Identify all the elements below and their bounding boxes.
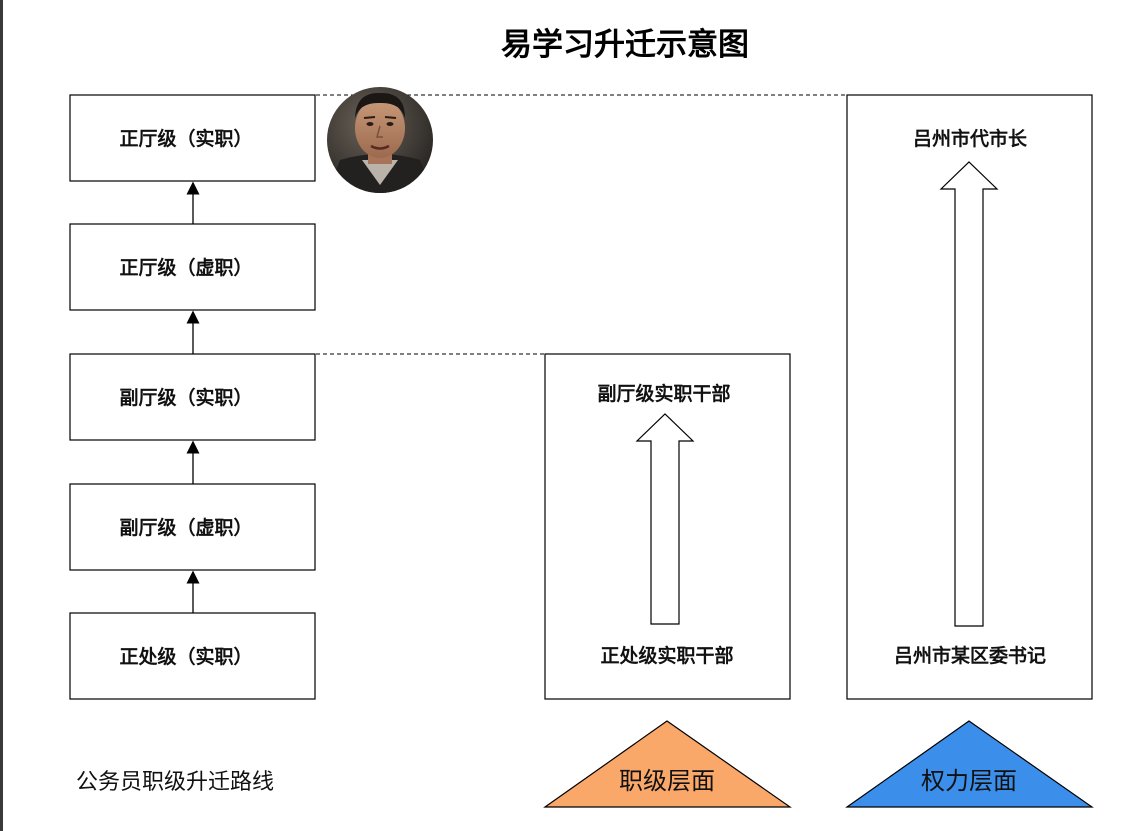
level-box-1: 正厅级（实职） bbox=[69, 94, 316, 182]
power-triangle-label: 权力层面 bbox=[921, 767, 1017, 795]
power-panel: 吕州市代市长 吕州市某区委书记 bbox=[846, 94, 1093, 700]
level-box-4: 副厅级（虚职） bbox=[69, 483, 316, 571]
level-label: 正厅级（实职） bbox=[119, 127, 252, 150]
level-box-5: 正处级（实职） bbox=[69, 612, 316, 700]
window-left-border bbox=[0, 0, 3, 831]
career-path-caption: 公务员职级升迁路线 bbox=[76, 770, 274, 795]
level-label: 副厅级（虚职） bbox=[119, 516, 252, 539]
level-label: 正处级（实职） bbox=[119, 645, 252, 668]
rank-triangle-shape bbox=[543, 720, 792, 808]
level-label: 副厅级（实职） bbox=[119, 386, 252, 409]
rank-triangle: 职级层面 bbox=[543, 720, 792, 808]
power-bottom-label: 吕州市某区委书记 bbox=[894, 644, 1046, 667]
power-triangle: 权力层面 bbox=[845, 720, 1094, 808]
rank-panel: 副厅级实职干部 正处级实职干部 bbox=[544, 353, 791, 700]
rank-top-label: 副厅级实职干部 bbox=[597, 382, 730, 405]
diagram-title: 易学习升迁示意图 bbox=[501, 27, 749, 63]
rank-triangle-label: 职级层面 bbox=[619, 767, 715, 795]
level-box-3: 副厅级（实职） bbox=[69, 353, 316, 441]
power-top-label: 吕州市代市长 bbox=[913, 127, 1028, 150]
hollow-up-arrow-icon bbox=[635, 413, 695, 625]
person-portrait-icon bbox=[327, 87, 433, 193]
power-triangle-shape bbox=[845, 720, 1094, 808]
level-box-2: 正厅级（虚职） bbox=[69, 223, 316, 311]
hollow-up-arrow-icon bbox=[939, 161, 999, 627]
level-label: 正厅级（虚职） bbox=[119, 256, 252, 279]
rank-bottom-label: 正处级实职干部 bbox=[600, 644, 733, 667]
